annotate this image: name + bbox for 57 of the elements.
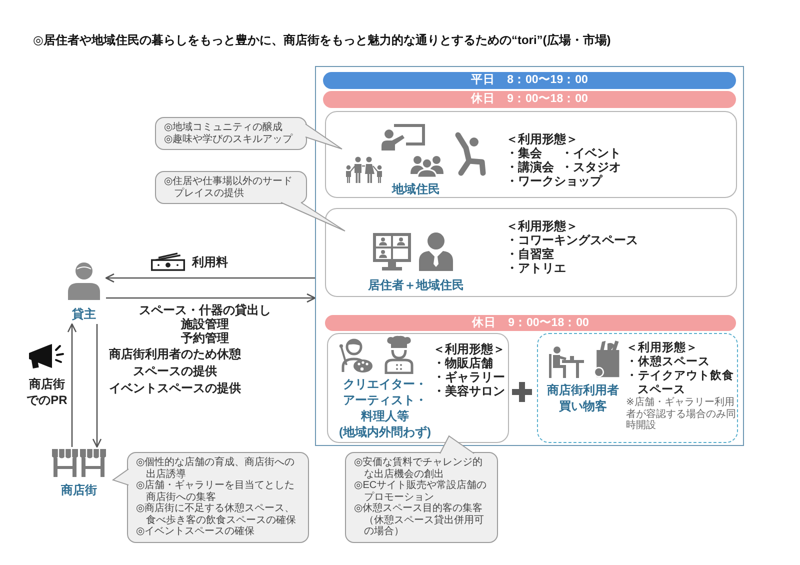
user-card: [325, 208, 737, 297]
group-label: 商店街利用者買い物客: [546, 382, 620, 414]
group-label: 居住者＋地域住民: [368, 277, 464, 293]
usage-item: ・スタジオ: [561, 160, 622, 174]
user-card: [537, 333, 738, 443]
usage-item: ・物販店舗: [433, 356, 494, 370]
service-label: 予約管理: [180, 331, 230, 345]
callout-bubble: [345, 452, 498, 543]
arrow: [106, 293, 316, 303]
edge-label: 商店街利用者のため休憩スペースの提供: [108, 346, 242, 380]
arrow: [92, 324, 102, 448]
callout-text: ◎安価な賃料でチャレンジ的な出店機会の創出: [354, 457, 484, 480]
facility-panel: [315, 66, 744, 446]
service-label: 施設管理: [180, 317, 230, 331]
usage-item: ・ギャラリー: [433, 370, 506, 384]
note-text: ※店舗・ギャラリー利用者が容認する場合のみ同時開設: [626, 397, 736, 432]
callout-text: ◎イベントスペースの確保: [136, 526, 256, 538]
usage-heading: ＜利用形態＞: [506, 132, 579, 146]
callout-bubble: [127, 452, 309, 543]
group-label: (地域内外問わず): [339, 424, 431, 440]
role-label: 商店街: [61, 482, 97, 498]
callout-text: ◎商店街に不足する休憩スペース、食べ歩き客の飲食スペースの確保: [136, 503, 297, 526]
schedule-bar: 休日 9：00〜18：00: [325, 315, 736, 331]
usage-item: ・ワークショップ: [506, 174, 604, 188]
arrow: [105, 273, 315, 283]
callout-text: ◎個性的な店舗の育成、商店街への出店誘導: [136, 457, 296, 480]
usage-item: ・休憩スペース: [626, 355, 710, 369]
service-label: イベントスペースの提供: [108, 380, 242, 397]
usage-item: ・美容サロン: [433, 384, 506, 398]
page-title: ◎居住者や地域住民の暮らしをもっと豊かに、商店街をもっと魅力的な通りとするための“tori”(広場・市場): [33, 33, 611, 48]
callout-text: ◎住居や仕事場以外のサードプレイスの提供: [164, 176, 294, 199]
usage-item: ・テイクアウト飲食スペース: [626, 369, 735, 396]
usage-item: ・集会: [506, 146, 543, 160]
usage-item: ・コワーキングスペース: [506, 233, 639, 247]
edge-label: 商店街でのPR: [26, 376, 68, 408]
usage-heading: ＜利用形態＞: [626, 341, 699, 355]
user-card: [327, 333, 509, 443]
callout-text: ◎地域コミュニティの醸成: [164, 122, 284, 134]
callout-text: ◎店舗・ギャラリーを目当てとした商店街への集客: [136, 480, 296, 502]
callout-text: ◎趣味や学びのスキルアップ: [164, 134, 294, 145]
usage-item: ・自習室: [506, 247, 555, 261]
arrow: [67, 323, 77, 447]
group-label: 地域住民: [392, 181, 440, 197]
callout-text: ◎休憩スペース目的客の集客（休憩スペース貸出併用可の場合）: [354, 503, 485, 538]
usage-item: ・イベント: [561, 146, 622, 160]
role-label: 貸主: [72, 306, 96, 322]
usage-heading: ＜利用形態＞: [433, 342, 506, 356]
edge-label: 利用料: [190, 255, 229, 269]
schedule-bar: 休日 9：00〜18：00: [323, 91, 736, 108]
usage-item: ・アトリエ: [506, 261, 567, 275]
edge-label: スペース・什器の貸出し: [138, 303, 272, 317]
user-card: [325, 111, 737, 198]
group-label: クリエイター・アーティスト・料理人等: [342, 376, 428, 424]
usage-heading: ＜利用形態＞: [506, 219, 578, 233]
usage-item: ・講演会: [506, 160, 555, 174]
schedule-bar: 平日 8：00〜19：00: [323, 72, 736, 89]
callout-text: ◎ECサイト販売や常設店舗のプロモーション: [354, 480, 488, 502]
